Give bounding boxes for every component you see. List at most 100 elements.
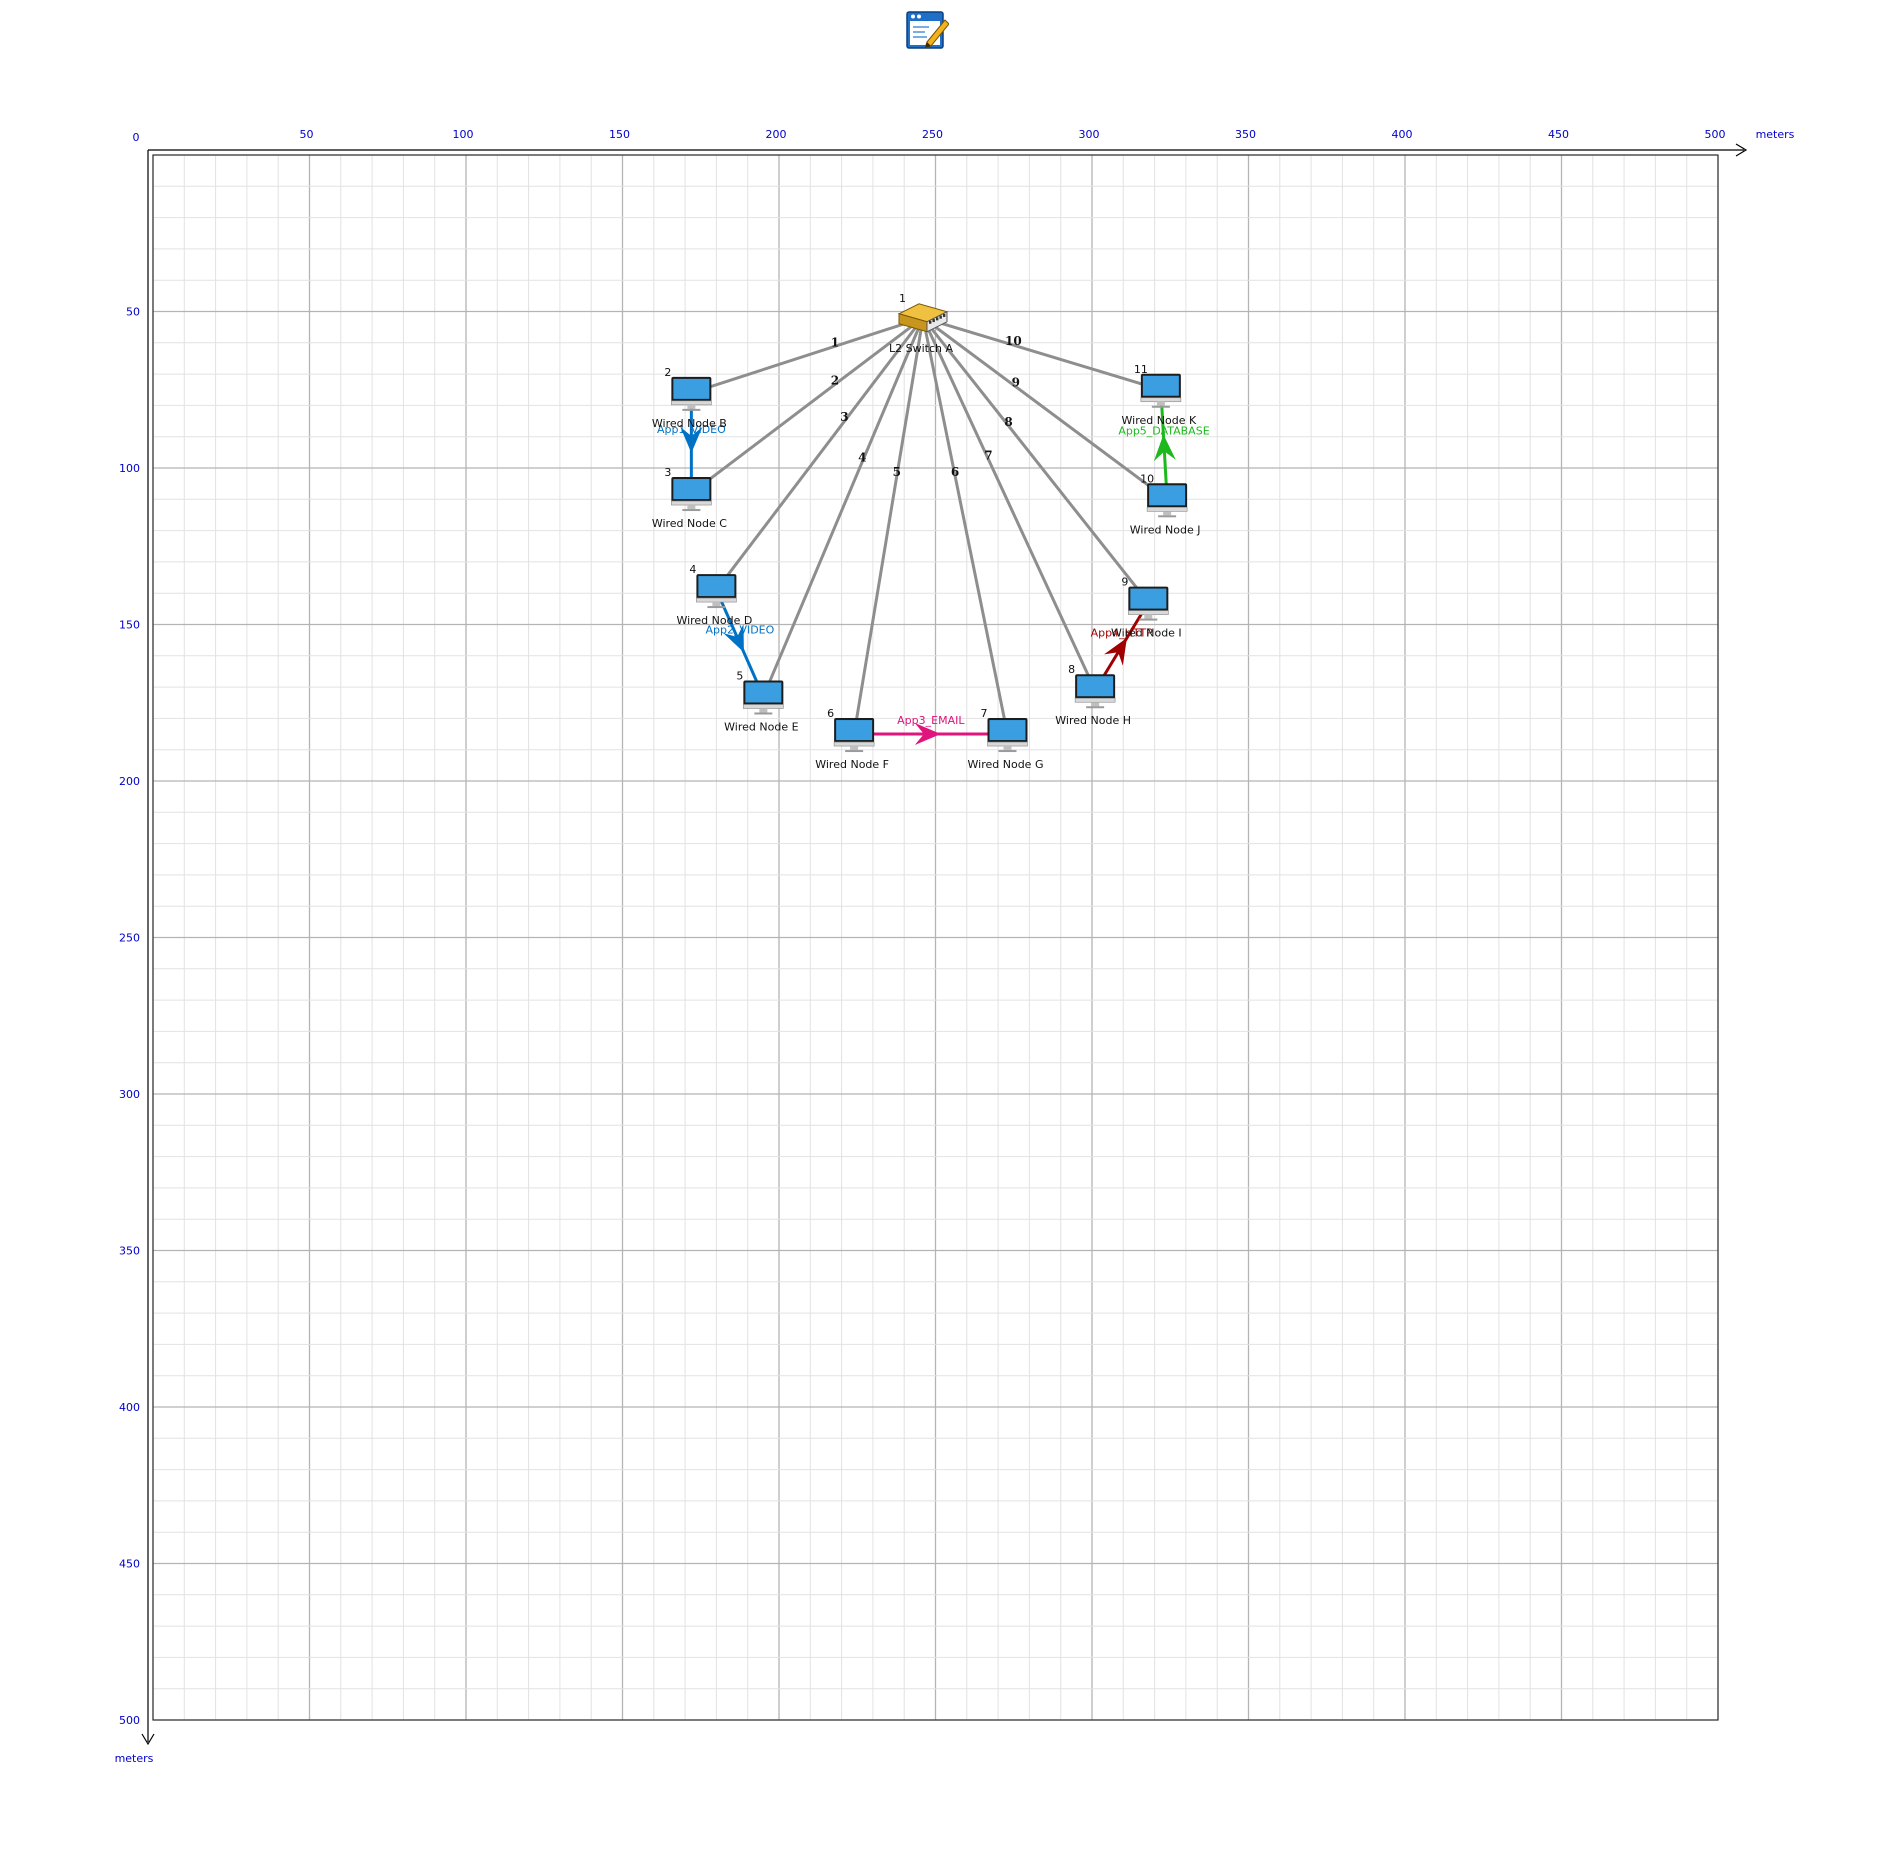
link-line [921, 316, 1150, 604]
node-id-label: 4 [689, 563, 696, 576]
node-id-label: 9 [1121, 576, 1128, 589]
computer-icon [1128, 586, 1169, 621]
y-tick-label: 450 [119, 1558, 140, 1571]
switch-icon [897, 303, 949, 333]
y-tick-label: 300 [119, 1088, 140, 1101]
y-tick-label: 150 [119, 619, 140, 632]
x-tick-label: 400 [1392, 128, 1413, 141]
x-axis-unit-label: meters [1756, 128, 1795, 141]
computer-icon [1140, 373, 1182, 408]
link-line [921, 317, 1097, 691]
link-label: 3 [840, 410, 848, 424]
node-name-label: Wired Node B [652, 417, 727, 430]
node-id-label: 10 [1140, 472, 1154, 485]
link-line [922, 316, 1169, 501]
x-tick-label: 0 [133, 131, 140, 144]
node-id-label: 3 [664, 466, 671, 479]
app-label: App5_DATABASE [1118, 425, 1209, 438]
link-label: 9 [1012, 376, 1020, 390]
link-line [852, 317, 925, 735]
node-id-label: 6 [827, 707, 834, 720]
app-arrow-icon [1153, 434, 1176, 462]
link-line [690, 316, 924, 395]
y-axis-arrow-icon [141, 1733, 155, 1746]
link-line [715, 316, 925, 591]
node-name-label: Wired Node F [815, 758, 889, 771]
node-name-label: Wired Node E [724, 720, 798, 733]
computer-icon [696, 574, 737, 609]
computer-icon [833, 718, 875, 753]
link-label: 7 [984, 448, 992, 462]
link-line [690, 316, 924, 495]
node-name-label: Wired Node C [652, 517, 727, 530]
y-tick-label: 50 [126, 306, 140, 319]
node-name-label: Wired Node J [1130, 523, 1201, 536]
plot-border [152, 154, 1719, 1721]
app-arrow-icon [914, 723, 941, 746]
y-tick-label: 350 [119, 1245, 140, 1258]
x-tick-label: 350 [1235, 128, 1256, 141]
link-label: 1 [831, 335, 839, 349]
node-id-label: 5 [736, 669, 743, 682]
link-label: 6 [951, 465, 959, 479]
node-id-label: 1 [899, 292, 906, 305]
node-name-label: Wired Node G [968, 758, 1044, 771]
y-tick-label: 200 [119, 775, 140, 788]
link-label: 4 [858, 451, 866, 465]
node-id-label: 2 [664, 366, 671, 379]
link-line [761, 317, 925, 698]
app-label: App2_VIDEO [705, 623, 774, 636]
app-label: App4_HTTP [1091, 626, 1154, 639]
app-arrow-icon [723, 624, 744, 653]
link-label: 5 [893, 465, 901, 479]
x-tick-label: 50 [300, 128, 314, 141]
computer-icon [671, 376, 712, 411]
node-1[interactable]: 1 L2 Switch A [889, 292, 953, 355]
y-tick-label: 500 [119, 1714, 140, 1727]
x-axis-arrow-icon [1735, 143, 1748, 157]
x-tick-label: 300 [1079, 128, 1100, 141]
node-id-label: 8 [1068, 663, 1075, 676]
app-arrow-icon [680, 426, 703, 453]
grid [152, 154, 1719, 1721]
computer-icon [1146, 483, 1188, 518]
x-tick-label: 200 [766, 128, 787, 141]
y-axis-unit-label: meters [115, 1752, 154, 1765]
app-label: App3_EMAIL [897, 714, 965, 727]
app-label: App1_VIDEO [657, 423, 726, 436]
node-id-label: 11 [1134, 363, 1148, 376]
x-tick-label: 250 [922, 128, 943, 141]
link-label: 2 [831, 373, 839, 387]
y-tick-label: 100 [119, 462, 140, 475]
x-tick-label: 450 [1548, 128, 1569, 141]
node-name-label: L2 Switch A [889, 342, 953, 355]
node-name-label: Wired Node K [1122, 414, 1197, 427]
notepad-pencil-icon[interactable] [905, 8, 950, 52]
link-label: 10 [1005, 334, 1022, 348]
link-line [921, 317, 1009, 735]
node-name-label: Wired Node I [1111, 627, 1182, 640]
x-tick-label: 100 [453, 128, 474, 141]
app-arrow-icon [1104, 637, 1127, 666]
y-tick-label: 250 [119, 932, 140, 945]
node-id-label: 7 [980, 707, 987, 720]
link-line [922, 316, 1162, 392]
node-name-label: Wired Node D [676, 614, 752, 627]
link-label: 8 [1004, 415, 1012, 429]
x-tick-label: 150 [609, 128, 630, 141]
node-name-label: Wired Node H [1055, 714, 1131, 727]
computer-icon [987, 718, 1028, 753]
